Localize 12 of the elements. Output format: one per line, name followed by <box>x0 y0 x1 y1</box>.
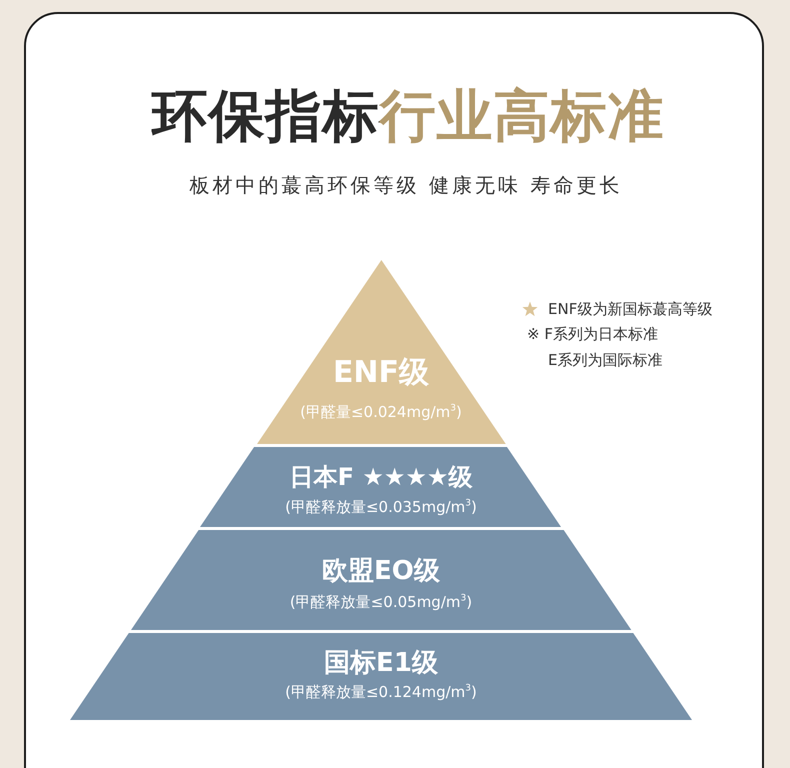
emission-limit-text: (甲醛释放量≤0.035mg/m$^{3}$) <box>285 497 477 517</box>
tier-title: ENF级 <box>332 355 430 391</box>
subtitle: 板材中的蕞高环保等级 健康无味 寿命更长 <box>190 172 622 198</box>
tier-title: 欧盟EO级 <box>322 556 440 586</box>
emission-limit-text: (甲醛释放量≤0.05mg/m$^{3}$) <box>290 592 472 612</box>
tier-title: 日本F ★★★★级 <box>290 462 472 492</box>
note-text: E系列为国际标准 <box>548 350 662 370</box>
note-text: ※ F系列为日本标准 <box>527 324 658 344</box>
tier-title: 国标E1级 <box>324 648 438 678</box>
note-text: ENF级为新国标蕞高等级 <box>548 299 712 319</box>
emission-limit-text: (甲醛量≤0.024mg/m$^{3}$) <box>300 402 462 422</box>
emission-limit-text: (甲醛释放量≤0.124mg/m$^{3}$) <box>285 682 477 702</box>
